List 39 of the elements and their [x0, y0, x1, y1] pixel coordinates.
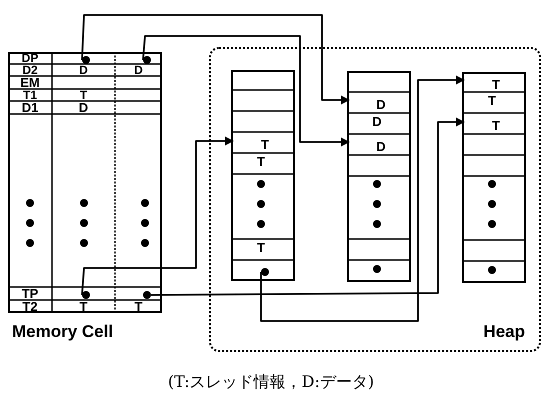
caption: (T:スレッド情報，D:データ) — [166, 372, 376, 393]
cell-text: D2 — [21, 64, 39, 76]
cell-text: T — [134, 300, 144, 313]
arrow — [81, 136, 234, 296]
table-cell: T — [464, 74, 528, 94]
cell-text: T1 — [22, 89, 38, 101]
cell-text: T — [256, 239, 266, 257]
pointer-dot — [143, 291, 151, 299]
cell-text: D — [371, 113, 383, 131]
pointer-dot — [261, 268, 269, 276]
table-cell: D — [349, 136, 413, 157]
cell-text: T — [256, 153, 266, 171]
cell-text: D — [78, 101, 90, 114]
arrow — [151, 118, 465, 296]
table-cell: D — [349, 94, 413, 115]
cell-text: DP — [20, 52, 40, 64]
memory-block — [462, 72, 526, 283]
cell-text: D1 — [20, 101, 40, 114]
region-label: Heap — [483, 322, 525, 342]
heap-region — [209, 47, 541, 352]
arrow — [260, 76, 465, 322]
cell-text: T — [487, 92, 497, 110]
cell-text: T — [78, 300, 88, 313]
cell-text: TP — [20, 287, 40, 300]
memory-block — [347, 71, 411, 282]
pointer-dot — [82, 56, 90, 64]
cell-text: T — [78, 89, 88, 101]
table-cell: T — [233, 134, 297, 155]
cell-text: D — [133, 64, 144, 76]
cell-text: T2 — [21, 300, 39, 313]
table-heading: Memory Cell — [12, 322, 114, 342]
arrow — [142, 35, 350, 146]
cell-text: EM — [19, 76, 41, 89]
pointer-dot — [143, 56, 151, 64]
pointer-dot — [82, 291, 90, 299]
memory-block — [231, 70, 295, 281]
cell-text: D — [78, 64, 89, 76]
arrow — [81, 14, 350, 104]
table-cell: T — [464, 115, 528, 136]
